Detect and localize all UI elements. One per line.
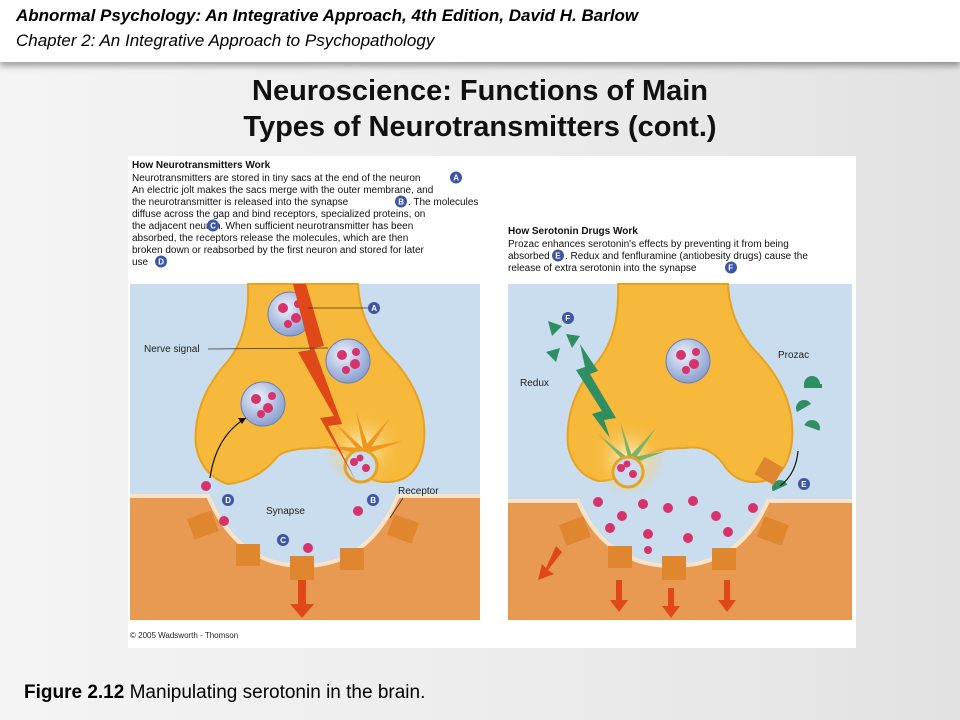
left-text-line-4: diffuse across the gap and bind receptor… xyxy=(132,209,425,220)
svg-text:B: B xyxy=(398,198,404,207)
slide-title-line2: Types of Neurotransmitters (cont.) xyxy=(243,111,717,143)
receptors-right xyxy=(559,456,789,580)
nerve-signal-label: Nerve signal xyxy=(144,344,200,355)
svg-text:B: B xyxy=(370,496,376,505)
left-text-line-6: absorbed, the receptors release the mole… xyxy=(132,233,408,244)
nerve-signal-bolt xyxy=(293,284,356,481)
svg-text:C: C xyxy=(210,222,216,231)
left-text-line-2: An electric jolt makes the sacs merge wi… xyxy=(132,185,433,196)
header-bar: Abnormal Psychology: An Integrative Appr… xyxy=(0,0,960,62)
redux-label: Redux xyxy=(520,378,549,389)
badge-f: F xyxy=(562,312,574,324)
badge-d: D xyxy=(222,494,234,506)
right-text-line-1: Prozac enhances serotonin's effects by p… xyxy=(508,239,789,250)
svg-text:D: D xyxy=(158,258,164,267)
right-panel-heading: How Serotonin Drugs Work xyxy=(508,226,638,237)
receptors-left xyxy=(187,510,419,580)
svg-text:E: E xyxy=(555,252,561,261)
left-text-tail-c: . When sufficient neurotransmitter has b… xyxy=(220,221,413,232)
downstream-signal-arrows-right xyxy=(538,546,736,618)
left-synapse-illustration: Nerve signal Synapse Receptor A B C D xyxy=(130,283,480,620)
badge-f-inline: F xyxy=(725,261,737,274)
badge-a-inline: A xyxy=(450,171,462,184)
receptor-label: Receptor xyxy=(398,486,439,497)
redux-molecules xyxy=(546,321,580,362)
left-text-line-1: Neurotransmitters are stored in tiny sac… xyxy=(132,173,421,184)
downstream-signal-arrow xyxy=(290,580,314,618)
serotonin-molecules-left xyxy=(201,300,370,553)
figure-2-12: How Neurotransmitters Work Neurotransmit… xyxy=(128,156,856,648)
left-panel-text: How Neurotransmitters Work Neurotransmit… xyxy=(132,160,478,268)
prozac-label: Prozac xyxy=(778,350,809,361)
badge-d-inline: D xyxy=(155,255,167,268)
badge-b: B xyxy=(367,494,379,506)
right-text-line-3: release of extra serotonin into the syna… xyxy=(508,263,697,274)
release-burst-right xyxy=(598,421,666,464)
left-panel-heading: How Neurotransmitters Work xyxy=(132,160,271,171)
right-text-line-2: absorbed xyxy=(508,251,550,262)
figure-caption: Figure 2.12 Manipulating serotonin in th… xyxy=(24,682,425,704)
badge-b-inline: B xyxy=(395,195,407,208)
right-synapse-illustration: Prozac Redux F E xyxy=(508,283,852,620)
neurotransmitter-diagram: How Neurotransmitters Work Neurotransmit… xyxy=(130,160,852,640)
slide-title-line1: Neuroscience: Functions of Main xyxy=(252,75,708,107)
copyright-notice: © 2005 Wadsworth - Thomson xyxy=(130,631,238,640)
left-text-line-7: broken down or reabsorbed by the first n… xyxy=(132,245,425,256)
book-title: Abnormal Psychology: An Integrative Appr… xyxy=(16,6,639,25)
left-text-line-8: use xyxy=(132,257,149,268)
slide-title: Neuroscience: Functions of Main Types of… xyxy=(0,73,960,145)
svg-text:F: F xyxy=(565,314,570,323)
badge-c-inline: C xyxy=(207,219,219,232)
badge-c: C xyxy=(277,534,289,546)
left-text-tail-b: . The molecules xyxy=(408,197,478,208)
svg-text:A: A xyxy=(371,304,377,313)
chapter-title: Chapter 2: An Integrative Approach to Ps… xyxy=(16,31,435,50)
right-text-tail-e: . Redux and fenfluramine (antiobesity dr… xyxy=(565,251,808,262)
synapse-label: Synapse xyxy=(266,506,305,517)
svg-text:C: C xyxy=(280,536,286,545)
left-text-line-3: the neurotransmitter is released into th… xyxy=(132,197,349,208)
prozac-molecules xyxy=(772,376,822,492)
badge-e-inline: E xyxy=(552,249,564,262)
badge-e: E xyxy=(798,478,810,490)
redux-signal-bolt xyxy=(576,344,616,438)
right-panel-text: How Serotonin Drugs Work Prozac enhances… xyxy=(508,226,808,274)
serotonin-molecules-right xyxy=(593,348,758,554)
figure-number: Figure 2.12 xyxy=(24,682,125,703)
svg-text:A: A xyxy=(453,174,459,183)
badge-a: A xyxy=(368,302,380,314)
left-text-line-5: the adjacent neuron xyxy=(132,221,220,232)
figure-caption-text: Manipulating serotonin in the brain. xyxy=(124,682,426,703)
svg-text:F: F xyxy=(728,264,733,273)
svg-text:E: E xyxy=(801,480,807,489)
svg-text:D: D xyxy=(225,496,231,505)
